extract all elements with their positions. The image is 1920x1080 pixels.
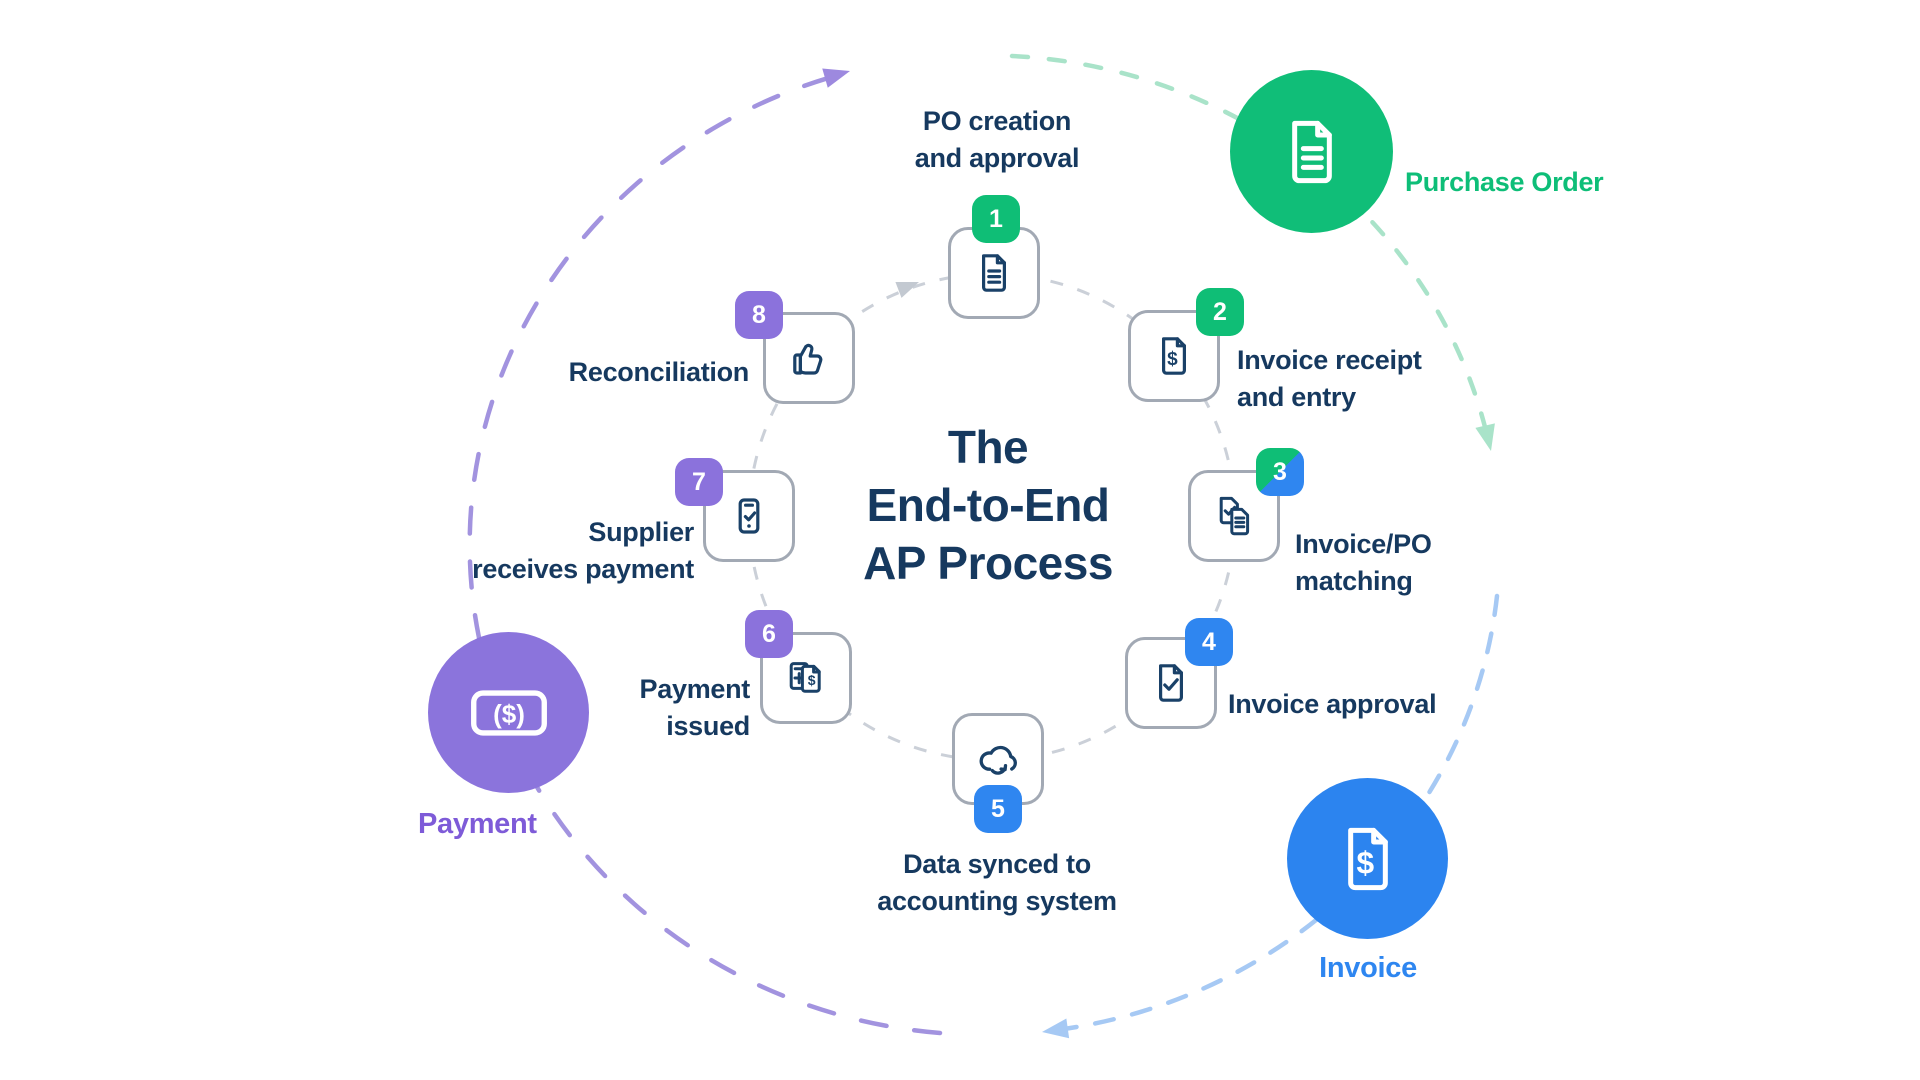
step-8-number: 8 xyxy=(752,300,766,329)
dollar-glyph: $ xyxy=(808,672,816,688)
invoice-label: Invoice xyxy=(1319,952,1417,984)
step-8-badge: 8 xyxy=(735,291,783,339)
green-arc-arrowhead-icon xyxy=(1475,423,1495,451)
purchase-order-arc xyxy=(1009,53,1490,438)
purchase-order-circle xyxy=(1230,70,1393,233)
phone-check-icon xyxy=(738,498,760,534)
payment-circle: ($) xyxy=(428,632,589,793)
inner-ring-arrowhead-icon xyxy=(895,281,919,298)
purple-arc-arrowhead-icon xyxy=(822,68,850,88)
payment-label: Payment xyxy=(418,808,537,840)
document-check-icon xyxy=(1159,664,1183,702)
step-6-label: Payment issued xyxy=(639,674,751,741)
step-3-label: Invoice/PO matching xyxy=(1295,529,1432,596)
step-7-badge: 7 xyxy=(675,458,723,506)
step-1-number: 1 xyxy=(989,204,1003,233)
diagram-title: The End-to-End AP Process xyxy=(738,418,1238,592)
thumbs-up-icon xyxy=(793,343,823,375)
step-2-number: 2 xyxy=(1213,297,1227,326)
step-7-number: 7 xyxy=(692,467,706,496)
blue-arc-arrowhead-icon xyxy=(1042,1018,1070,1039)
step-3-badge: 3 xyxy=(1256,448,1304,496)
banknote-dollar-icon: ($) xyxy=(470,689,547,736)
step-2-badge: 2 xyxy=(1196,288,1244,336)
step-1-badge: 1 xyxy=(972,195,1020,243)
paren-dollar-glyph: ($) xyxy=(493,698,525,728)
step-1-label: PO creation and approval xyxy=(914,106,1080,173)
step-4-number: 4 xyxy=(1202,627,1216,656)
step-5-badge: 5 xyxy=(974,785,1022,833)
cloud-sync-icon xyxy=(979,745,1017,775)
invoice-arc xyxy=(1054,593,1500,1033)
step-3-number: 3 xyxy=(1273,457,1287,486)
step-6-number: 6 xyxy=(762,619,776,648)
step-8-label: Reconciliation xyxy=(568,357,750,387)
invoice-dollar-icon: $ xyxy=(1347,827,1388,890)
title-line-2: End-to-End xyxy=(866,479,1110,531)
invoice-circle: $ xyxy=(1287,778,1448,939)
step-6-node: $ xyxy=(760,632,852,724)
step-2-label: Invoice receipt and entry xyxy=(1237,345,1422,412)
document-lines-icon xyxy=(982,254,1006,292)
step-4-label: Invoice approval xyxy=(1228,689,1437,719)
step-4-badge: 4 xyxy=(1185,618,1233,666)
title-line-3: AP Process xyxy=(863,537,1113,589)
document-lines-icon xyxy=(1291,120,1332,183)
dollar-glyph: $ xyxy=(1356,844,1374,880)
step-6-badge: 6 xyxy=(745,610,793,658)
documents-matching-icon xyxy=(1219,496,1250,536)
invoice-dollar-icon: $ xyxy=(1162,337,1186,375)
title-line-1: The xyxy=(947,421,1029,473)
step-5-label: Data synced to accounting system xyxy=(877,849,1117,916)
step-5-number: 5 xyxy=(991,794,1005,823)
purchase-order-label: Purchase Order xyxy=(1405,167,1604,197)
dollar-glyph: $ xyxy=(1167,349,1178,370)
step-7-label: Supplier receives payment xyxy=(472,517,694,584)
calculator-invoice-icon: $ xyxy=(789,662,821,693)
payment-arc xyxy=(467,73,943,1036)
